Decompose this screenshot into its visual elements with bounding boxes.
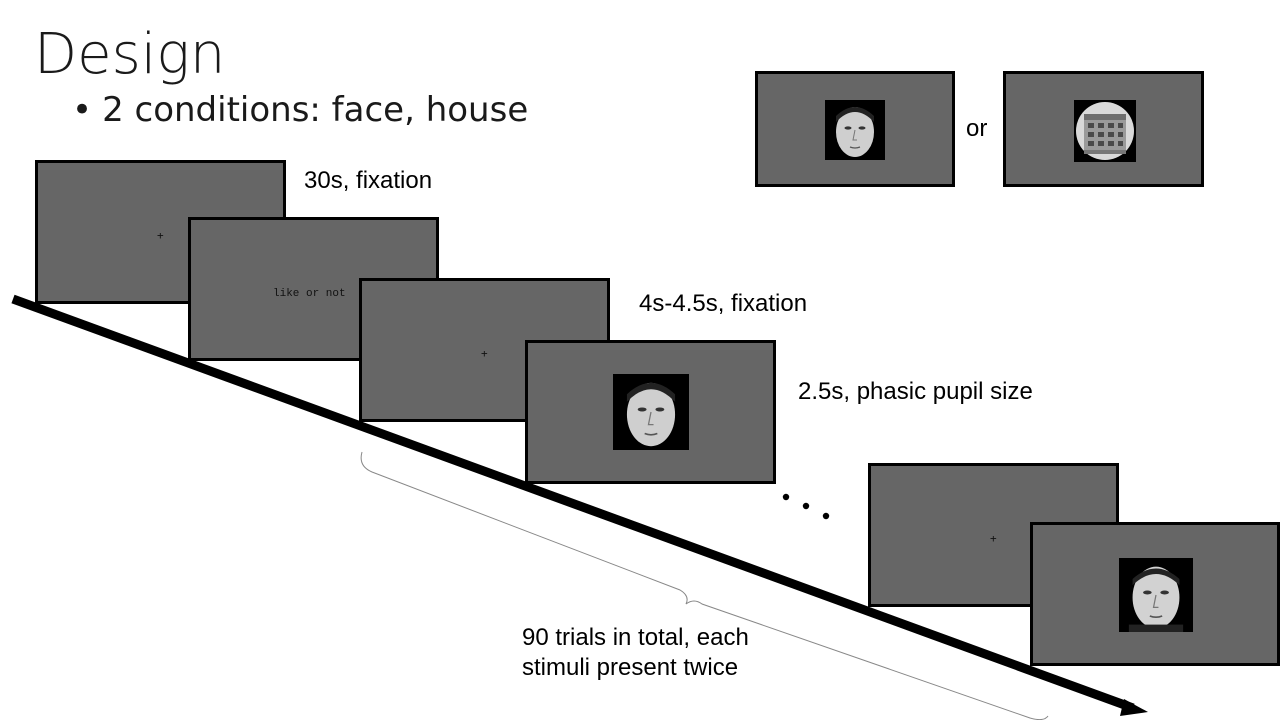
or-label: or [966,115,988,142]
summary-line-1: 90 trials in total, each [522,624,749,651]
example-face-screen [755,71,955,187]
condition-bullet: •2 conditions: face, house [72,90,528,130]
fixation-cross-icon: + [990,532,997,545]
summary-line-2: stimuli present twice [522,654,739,681]
ellipsis [780,488,840,528]
prompt-text: like or not [273,288,346,300]
slide-title: Design [34,22,226,87]
bullet-text: 2 conditions: face, house [102,90,529,130]
house-stimulus-icon [1074,100,1136,162]
later-face-screen [1030,522,1280,666]
face-stimulus-icon [825,100,885,160]
fixation-cross-icon: + [157,229,164,242]
example-house-screen [1003,71,1204,187]
bullet-dot: • [72,90,93,130]
face-stimulus-icon [1119,558,1193,632]
face-stimulus-screen [525,340,776,484]
fixation-cross-icon: + [481,347,488,360]
stimulus-label: 2.5s, phasic pupil size [798,378,1033,405]
initial-fixation-label: 30s, fixation [304,167,433,194]
trial-fixation-label: 4s-4.5s, fixation [639,290,808,317]
face-stimulus-icon [613,374,689,450]
